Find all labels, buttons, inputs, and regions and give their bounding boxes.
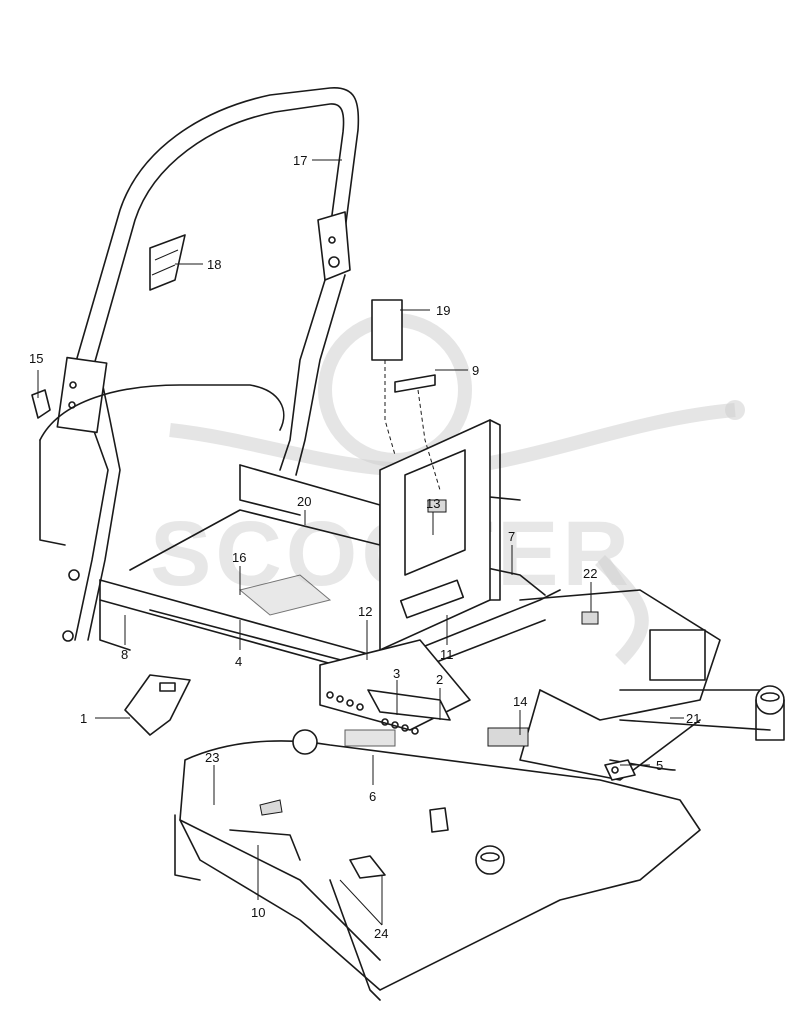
callout-19: 19 xyxy=(436,303,450,318)
callout-9: 9 xyxy=(472,363,479,378)
callout-7: 7 xyxy=(508,529,515,544)
callout-6: 6 xyxy=(369,789,376,804)
callout-4: 4 xyxy=(235,654,242,669)
part-15-decal xyxy=(31,389,51,419)
part-1-bracket xyxy=(124,674,191,736)
callout-8: 8 xyxy=(121,647,128,662)
roll-bar xyxy=(56,87,360,642)
mower-deck xyxy=(174,729,701,1001)
chassis-frame xyxy=(39,384,561,681)
callout-23: 23 xyxy=(205,750,219,765)
callout-10: 10 xyxy=(251,905,265,920)
leader-lines xyxy=(37,159,684,926)
callout-22: 22 xyxy=(583,566,597,581)
part-18-decal xyxy=(149,234,186,291)
callout-17: 17 xyxy=(293,153,307,168)
assembly-lines xyxy=(384,360,441,491)
callout-20: 20 xyxy=(297,494,311,509)
callout-13: 13 xyxy=(426,496,440,511)
callout-1: 1 xyxy=(80,711,87,726)
control-holes xyxy=(326,691,419,735)
callout-11: 11 xyxy=(440,647,454,662)
callout-15: 15 xyxy=(29,351,43,366)
callout-21: 21 xyxy=(686,711,700,726)
callout-3: 3 xyxy=(393,666,400,681)
right-footrest xyxy=(487,589,785,781)
callout-2: 2 xyxy=(436,672,443,687)
part-9-decal xyxy=(394,374,436,393)
callout-18: 18 xyxy=(207,257,221,272)
callout-16: 16 xyxy=(232,550,246,565)
callout-labels: 1 2 3 4 5 6 7 8 9 10 11 12 13 14 15 16 1… xyxy=(29,153,700,941)
callout-14: 14 xyxy=(513,694,527,709)
part-19-decal xyxy=(371,299,403,361)
callout-24: 24 xyxy=(374,926,388,941)
control-panel xyxy=(319,639,471,747)
callout-12: 12 xyxy=(358,604,372,619)
callout-5: 5 xyxy=(656,758,663,773)
seat-mount-plate xyxy=(379,419,501,651)
